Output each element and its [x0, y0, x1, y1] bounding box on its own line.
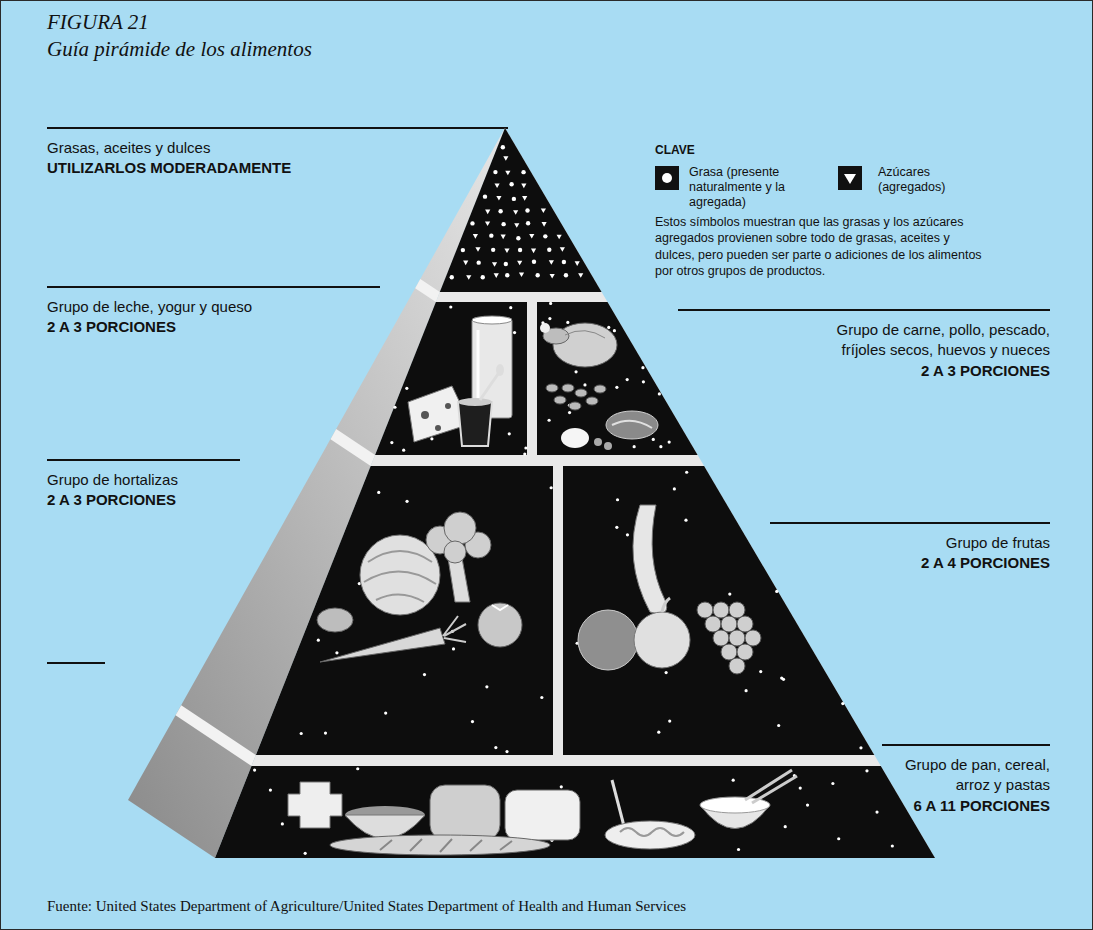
legend-symbol	[655, 166, 679, 190]
serving-count: 2 A 4 PORCIONES	[850, 553, 1050, 573]
legend-text: Azúcares (agregados)	[878, 165, 966, 195]
serving-count: 2 A 3 PORCIONES	[47, 317, 377, 337]
food-group-label: Grupo de leche, yogur y queso2 A 3 PORCI…	[47, 297, 377, 338]
figure-number: FIGURA 21	[47, 10, 447, 35]
food-group-label: Grasas, aceites y dulcesUTILIZARLOS MODE…	[47, 138, 377, 179]
figure-title: Guía pirámide de los alimentos	[47, 37, 547, 62]
legend-text: Grasa (presente naturalmente y la agrega…	[689, 165, 801, 210]
legend-entry: Azúcares (agregados)	[838, 165, 966, 195]
legend-entry: Grasa (presente naturalmente y la agrega…	[655, 165, 801, 210]
food-group-label: Grupo de hortalizas2 A 3 PORCIONES	[47, 470, 297, 511]
food-group-label: Grupo de frutas2 A 4 PORCIONES	[850, 533, 1050, 574]
source-caption: Fuente: United States Department of Agri…	[47, 897, 1047, 915]
serving-count: 2 A 3 PORCIONES	[820, 361, 1050, 381]
group-name: Grupo de hortalizas	[47, 470, 297, 490]
group-name: Grupo de carne, pollo, pescado, fríjoles…	[820, 320, 1050, 361]
food-group-label: Grupo de pan, cereal, arroz y pastas6 A …	[904, 755, 1050, 816]
serving-count: 2 A 3 PORCIONES	[47, 490, 297, 510]
food-drawings	[288, 316, 797, 855]
group-name: Grasas, aceites y dulces	[47, 138, 377, 158]
group-name: Grupo de pan, cereal, arroz y pastas	[904, 755, 1050, 796]
legend-symbol	[838, 166, 862, 190]
key-note: Estos símbolos muestran que las grasas y…	[655, 214, 990, 279]
key-heading: CLAVE	[655, 143, 775, 157]
group-name: Grupo de frutas	[850, 533, 1050, 553]
serving-count: UTILIZARLOS MODERADAMENTE	[47, 158, 377, 178]
serving-count: 6 A 11 PORCIONES	[904, 796, 1050, 816]
food-group-label: Grupo de carne, pollo, pescado, fríjoles…	[820, 320, 1050, 381]
group-name: Grupo de leche, yogur y queso	[47, 297, 377, 317]
